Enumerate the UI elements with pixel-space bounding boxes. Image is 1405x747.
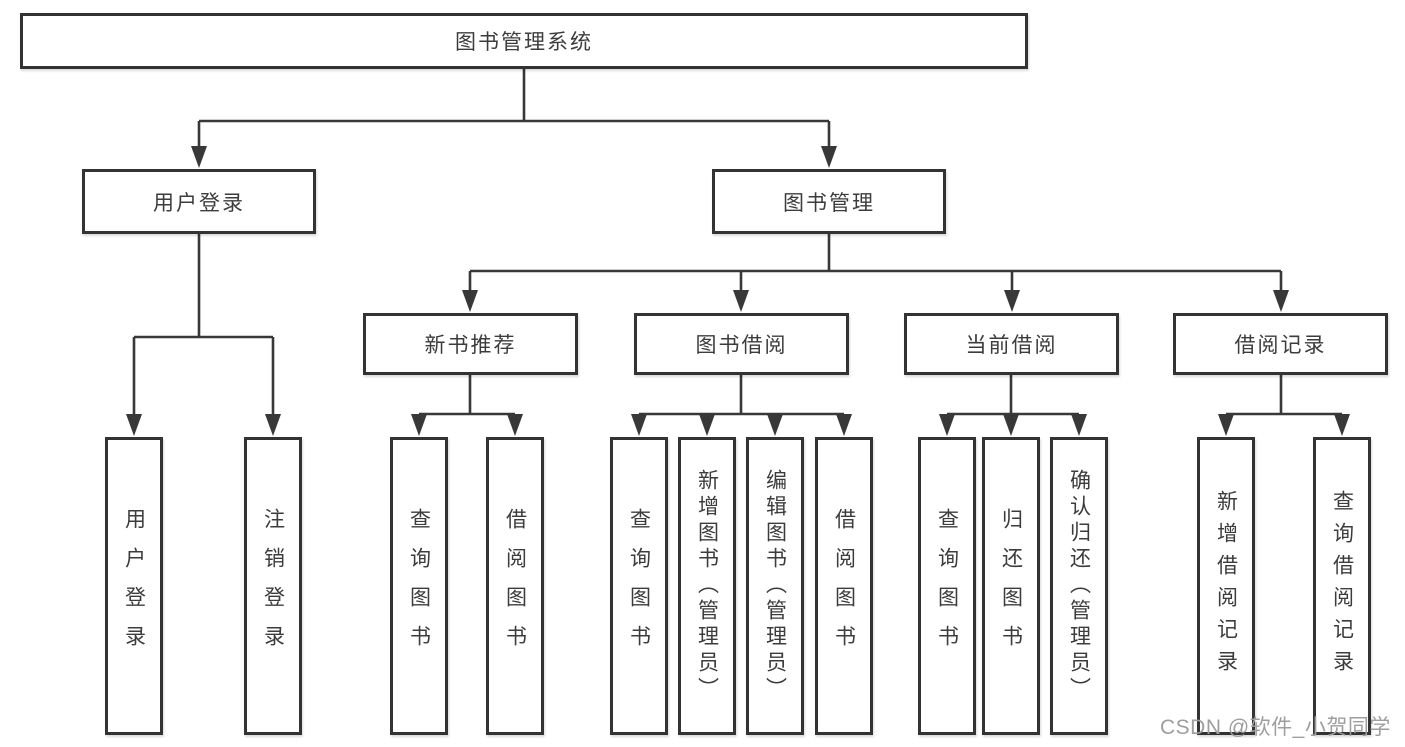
leaf-logout: 注销登录 [244, 437, 302, 735]
arrowhead [821, 146, 837, 168]
leaf-cb-confirm-return-admin-label: 确认归还（管理员） [1067, 469, 1091, 703]
leaf-cb-query-books: 查询图书 [918, 437, 976, 735]
leaf-cb-query-books-label: 查询图书 [935, 508, 959, 664]
node-book-management-label: 图书管理 [783, 191, 875, 215]
leaf-bb-edit-books-admin-label: 编辑图书（管理员） [763, 469, 787, 703]
node-book-borrow: 图书借阅 [634, 313, 849, 375]
leaf-br-query-record: 查询借阅记录 [1313, 437, 1371, 735]
leaf-bb-borrow-books-label: 借阅图书 [832, 508, 856, 664]
connector-book-management-branch [468, 234, 1283, 293]
leaf-br-query-record-label: 查询借阅记录 [1330, 490, 1354, 682]
node-root-label: 图书管理系统 [455, 31, 593, 54]
arrowhead [767, 414, 783, 436]
arrowhead [733, 290, 749, 312]
node-borrow-records: 借阅记录 [1173, 313, 1388, 375]
arrowhead [1003, 414, 1019, 436]
leaf-bb-add-books-admin-label: 新增图书（管理员） [695, 469, 719, 703]
leaf-br-add-record: 新增借阅记录 [1197, 437, 1255, 735]
node-new-book-recommend-label: 新书推荐 [424, 334, 517, 357]
arrowhead [1273, 290, 1289, 312]
arrowhead [1334, 414, 1350, 436]
leaf-bb-query-books-label: 查询图书 [627, 508, 651, 664]
arrowhead [699, 414, 715, 436]
arrowhead [265, 414, 281, 436]
arrowhead [507, 414, 523, 436]
leaf-cb-return-books: 归还图书 [982, 437, 1040, 735]
leaf-cb-confirm-return-admin: 确认归还（管理员） [1050, 437, 1108, 735]
leaf-user-login: 用户登录 [105, 437, 163, 735]
leaf-bb-query-books: 查询图书 [610, 437, 668, 735]
node-user-login: 用户登录 [82, 169, 316, 234]
leaf-nb-borrow-books-label: 借阅图书 [503, 508, 527, 664]
node-user-login-label: 用户登录 [153, 191, 245, 215]
leaf-logout-label: 注销登录 [261, 508, 285, 664]
arrowhead [411, 414, 427, 436]
arrowhead [1071, 414, 1087, 436]
leaf-br-add-record-label: 新增借阅记录 [1214, 490, 1238, 682]
leaf-nb-query-books-label: 查询图书 [407, 508, 431, 664]
node-new-book-recommend: 新书推荐 [363, 313, 578, 375]
watermark-text: CSDN @软件_小贺同学 [1160, 716, 1391, 739]
leaf-user-login-label: 用户登录 [122, 508, 146, 664]
connector-root-to-level2 [197, 69, 831, 150]
leaf-cb-return-books-label: 归还图书 [999, 508, 1023, 664]
connector-user-login-branch [132, 234, 275, 418]
arrowhead [462, 290, 478, 312]
connector-new-book-branch [419, 375, 515, 416]
arrowhead [836, 414, 852, 436]
connector-current-borrow-branch [947, 375, 1079, 416]
node-borrow-records-label: 借阅记录 [1234, 334, 1327, 357]
arrowhead [1004, 290, 1020, 312]
leaf-bb-edit-books-admin: 编辑图书（管理员） [746, 437, 804, 735]
node-root: 图书管理系统 [20, 13, 1028, 69]
arrowhead [1218, 414, 1234, 436]
node-book-borrow-label: 图书借阅 [695, 334, 788, 357]
leaf-nb-query-books: 查询图书 [390, 437, 448, 735]
arrowhead [939, 414, 955, 436]
leaf-bb-borrow-books: 借阅图书 [815, 437, 873, 735]
arrowhead [631, 414, 647, 436]
node-current-borrow-label: 当前借阅 [965, 334, 1058, 357]
node-current-borrow: 当前借阅 [904, 313, 1119, 375]
leaf-nb-borrow-books: 借阅图书 [486, 437, 544, 735]
arrowhead [126, 414, 142, 436]
connector-book-borrow-branch [639, 375, 844, 416]
arrowhead [191, 146, 207, 168]
connector-borrow-records-branch [1226, 375, 1342, 416]
node-book-management: 图书管理 [712, 169, 946, 234]
leaf-bb-add-books-admin: 新增图书（管理员） [678, 437, 736, 735]
